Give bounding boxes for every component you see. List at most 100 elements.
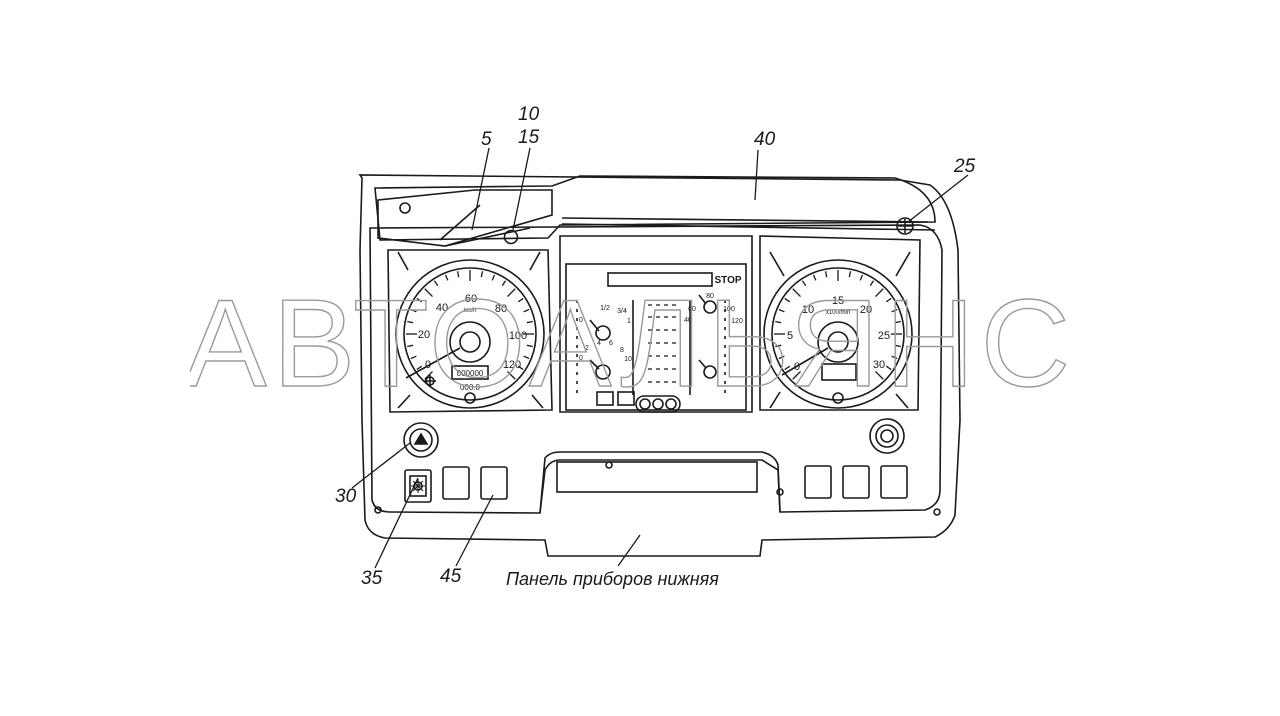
tachometer-needle [781, 347, 829, 376]
speedometer-tick-mark [491, 274, 496, 281]
round-button-right [869, 418, 905, 454]
tachometer-tick-mark [875, 371, 884, 380]
speedometer-tick-mark [416, 297, 423, 303]
tachometer-tick-5: 5 [787, 330, 793, 342]
pressure-tick-4: 4 [597, 340, 601, 347]
visor-left [377, 189, 553, 247]
leader-lines [351, 147, 969, 569]
pressure-tick-6: 6 [609, 340, 613, 347]
tachometer-tick-20: 20 [860, 304, 872, 316]
temp-tick-80: 80 [706, 293, 714, 300]
speedometer-unit: km/h [463, 308, 476, 314]
callout-35: 35 [361, 568, 383, 589]
screw-25 [896, 217, 914, 235]
tachometer-tick-mark [775, 344, 782, 348]
fuel-tick-half: 1/2 [600, 305, 610, 312]
lower-panel-cutout [539, 459, 781, 514]
tachometer-tick-mark [894, 344, 901, 348]
tachometer-tick-mark [891, 308, 898, 313]
tachometer-tick-mark [894, 320, 901, 324]
top-cover [374, 175, 936, 241]
lower-panel-caption: Панель приборов нижняя [506, 569, 719, 589]
speedometer-tick-mark [410, 355, 417, 360]
speedometer-tick-mark [433, 280, 439, 287]
speedometer-tick-mark [456, 271, 460, 278]
callout-45: 45 [440, 566, 462, 587]
indicator-lamp-10 [503, 229, 519, 245]
temp-tick-40: 40 [684, 317, 692, 324]
right-gauge-housing [759, 235, 921, 411]
center-display [607, 272, 713, 287]
speedometer-tick-mark [526, 344, 533, 348]
speedometer-tick-mark [424, 288, 433, 297]
left-gauge-housing [387, 249, 553, 413]
speedometer-tick-mark [444, 274, 449, 281]
speedometer-tick-mark [517, 297, 524, 303]
speedometer-bezel [395, 259, 545, 409]
tachometer-tick-30: 30 [873, 359, 885, 371]
speedometer-tick-mark [507, 371, 516, 380]
tachometer-tick-mark [848, 271, 852, 278]
switch-45-2 [480, 466, 508, 500]
tachometer-tick-mark [869, 280, 875, 287]
callout-30: 30 [335, 486, 357, 507]
speedometer-tick-mark [424, 371, 433, 380]
tachometer-tick-mark [784, 365, 791, 371]
speedometer-tick-mark [507, 288, 516, 297]
speedometer-tick-mark [501, 280, 507, 287]
temp-tick-120: 120 [731, 318, 743, 325]
tachometer-tick-mark [801, 280, 807, 287]
pressure-tick-10: 10 [624, 356, 632, 363]
tachometer-tick-mark [885, 365, 892, 371]
center-cluster-housing [559, 235, 753, 413]
tachometer-unit: x100/min [826, 310, 850, 316]
switch-35 [404, 469, 432, 503]
tachometer-tick-0: 0 [794, 361, 800, 373]
callout-15: 15 [518, 127, 540, 148]
round-button-30 [403, 422, 439, 458]
tachometer-tick-mark [859, 274, 864, 281]
speedometer-tick-mark [526, 320, 533, 324]
callout-25: 25 [954, 156, 976, 177]
tachometer-tick-mark [824, 271, 828, 278]
tachometer-tick-mark [792, 288, 801, 297]
pressure-tick-0: 0 [579, 355, 583, 362]
tachometer-tick-mark [885, 297, 892, 303]
speedometer-odometer [451, 365, 489, 380]
tachometer-tick-15: 15 [832, 295, 844, 307]
fuel-tick-3-4: 3/4 [617, 308, 627, 315]
callout-5: 5 [481, 129, 492, 150]
tachometer-tick-mark [778, 308, 785, 313]
pressure-tick-8: 8 [620, 347, 624, 354]
temp-tick-100: 100 [723, 306, 735, 313]
pressure-tick-2: 2 [585, 345, 589, 352]
speedometer-tick-mark [407, 344, 414, 348]
speedometer-tick-40: 40 [436, 302, 448, 314]
speedometer-needle [405, 347, 461, 379]
tachometer-tick-mark [812, 274, 817, 281]
speedometer-odometer-text: 000000 [457, 369, 484, 378]
tachometer-tick-25: 25 [878, 330, 890, 342]
tachometer-tick-mark [778, 355, 785, 360]
tachometer-tick-mark [775, 320, 782, 324]
speedometer-tick-mark [480, 271, 484, 278]
speedometer-tick-mark [523, 308, 530, 313]
speedometer-tick-0: 0 [425, 359, 431, 371]
panel-inner-frame [369, 224, 943, 514]
speedometer-tick-60: 60 [465, 293, 477, 305]
tachometer-tick-10: 10 [802, 304, 814, 316]
tachometer-tick-mark [784, 297, 791, 303]
speedometer-tick-mark [517, 365, 524, 371]
tachometer-bezel [763, 259, 913, 409]
fuel-tick-0: 0 [579, 317, 583, 324]
speedometer-tick-mark [416, 365, 423, 371]
speedometer-tick-mark [410, 308, 417, 313]
stop-label: STOP [714, 275, 741, 286]
panel-outer-housing [358, 174, 961, 557]
speedometer-trip-text: 000.0 [460, 383, 481, 392]
speedometer-tick-120: 120 [503, 359, 521, 371]
callout-40: 40 [754, 129, 776, 150]
speedometer-tick-20: 20 [418, 329, 430, 341]
